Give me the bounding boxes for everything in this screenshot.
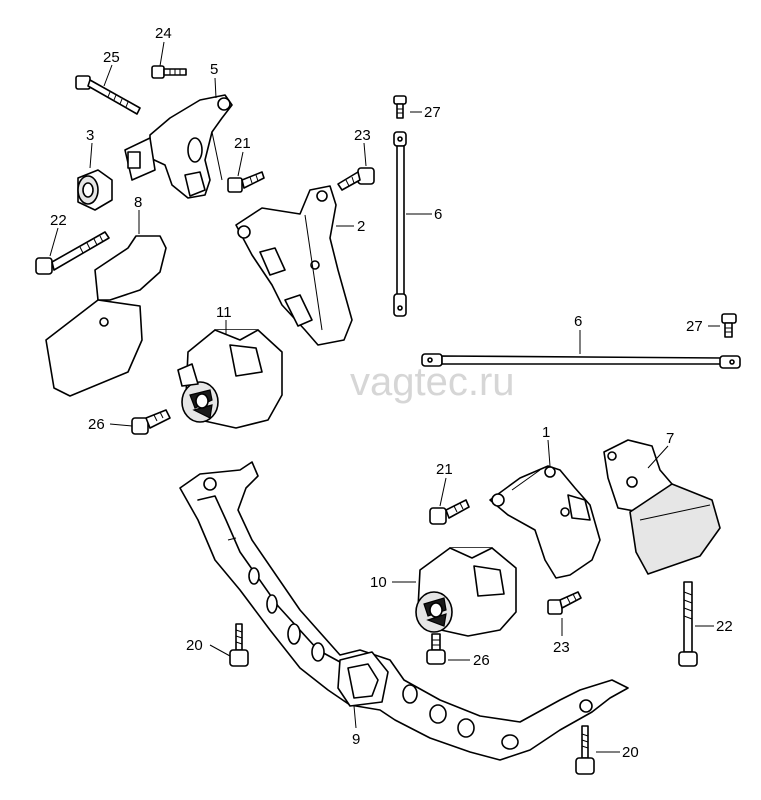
callout-26-upper: 26 — [88, 416, 105, 433]
mount-10[interactable] — [415, 547, 517, 637]
bracket-1[interactable] — [489, 465, 601, 579]
bolt-22-left[interactable] — [35, 231, 110, 275]
rod-6-horizontal[interactable] — [421, 353, 741, 369]
bushing-3[interactable] — [77, 169, 113, 211]
leader-lines — [49, 41, 720, 753]
callout-20-left: 20 — [186, 637, 203, 654]
callout-6-horizontal: 6 — [574, 313, 582, 330]
bolt-26-upper[interactable] — [131, 409, 171, 435]
callout-9: 9 — [352, 731, 360, 748]
callout-6-vertical: 6 — [434, 206, 442, 223]
bolt-20-left[interactable] — [229, 623, 249, 667]
callout-24: 24 — [155, 25, 172, 42]
bolt-21-lower[interactable] — [429, 499, 470, 525]
callout-7: 7 — [666, 430, 674, 447]
bolt-27-lower[interactable] — [721, 313, 737, 338]
watermark-text: vagtec.ru — [350, 360, 515, 404]
shield-7[interactable] — [603, 439, 721, 575]
callout-23-upper: 23 — [354, 127, 371, 144]
bracket-5[interactable] — [124, 94, 233, 199]
callout-3: 3 — [86, 127, 94, 144]
bolt-24[interactable] — [151, 65, 187, 79]
callout-23-lower: 23 — [553, 639, 570, 656]
callout-2: 2 — [357, 218, 365, 235]
bolt-23-upper[interactable] — [337, 167, 375, 191]
callout-26-lower: 26 — [473, 652, 490, 669]
callout-27-upper: 27 — [424, 104, 441, 121]
callout-22-right: 22 — [716, 618, 733, 635]
bracket-2[interactable] — [235, 185, 353, 346]
callouts: 24 25 5 27 3 21 23 22 8 2 6 6 27 11 26 1… — [50, 25, 733, 761]
shield-8[interactable] — [45, 235, 167, 397]
bolt-23-lower[interactable] — [547, 591, 582, 615]
bolt-20-right[interactable] — [575, 725, 595, 775]
rod-6-vertical[interactable] — [393, 131, 407, 317]
bolt-26-lower[interactable] — [426, 633, 446, 665]
callout-27-lower: 27 — [686, 318, 703, 335]
callout-21-upper: 21 — [234, 135, 251, 152]
callout-1: 1 — [542, 424, 550, 441]
mount-11[interactable] — [177, 329, 283, 429]
callout-25: 25 — [103, 49, 120, 66]
bolt-21-upper[interactable] — [227, 171, 265, 193]
callout-20-right: 20 — [622, 744, 639, 761]
callout-5: 5 — [210, 61, 218, 78]
callout-21-lower: 21 — [436, 461, 453, 478]
bolt-22-right[interactable] — [678, 581, 698, 667]
callout-10: 10 — [370, 574, 387, 591]
callout-11: 11 — [216, 304, 232, 321]
callout-22-left: 22 — [50, 212, 67, 229]
callout-8: 8 — [134, 194, 142, 211]
bolt-25[interactable] — [75, 75, 141, 115]
bolt-27-upper[interactable] — [393, 95, 407, 119]
crossmember-9[interactable] — [179, 461, 629, 761]
